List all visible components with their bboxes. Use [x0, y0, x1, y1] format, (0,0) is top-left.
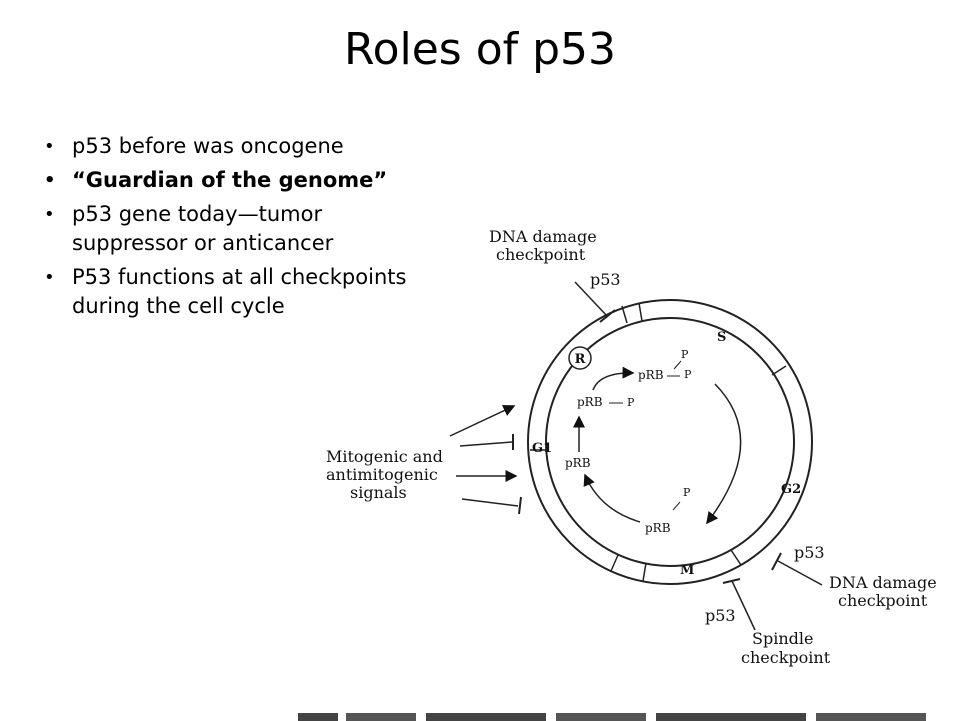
bullet-list: • p53 before was oncogene • “Guardian of…	[44, 132, 444, 326]
spindle-line2: checkpoint	[741, 648, 831, 667]
p53-top-label: p53	[590, 270, 621, 289]
caption-fragment	[656, 713, 806, 721]
caption-fragment	[298, 713, 338, 721]
signal-inhibit-line	[461, 498, 519, 507]
phase-label-s: S	[717, 330, 726, 345]
bullet-dot: •	[44, 170, 56, 191]
dna-damage-right-line2: checkpoint	[838, 591, 928, 610]
bullet-text: p53 gene today—tumor suppressor or antic…	[72, 202, 334, 255]
phase-divider	[638, 302, 643, 322]
dna-damage-top-line1: DNA damage	[489, 227, 597, 246]
phase-label-m: M	[680, 563, 694, 578]
phase-label-g1: G1	[532, 441, 552, 456]
bullet-text: P53 functions at all checkpoints during …	[72, 265, 407, 318]
bullet-dot: •	[44, 267, 55, 288]
phase-divider	[621, 305, 628, 324]
p53-right-label: p53	[794, 543, 825, 562]
restriction-point-marker	[568, 346, 592, 370]
phosphate-bond	[673, 360, 682, 370]
phase-divider	[730, 549, 742, 566]
phase-divider	[642, 562, 647, 582]
dna-damage-right-line1: DNA damage	[829, 573, 937, 592]
prb-p-label: pRB	[577, 395, 603, 409]
bullet-item: • p53 gene today—tumor suppressor or ant…	[44, 200, 444, 258]
signals-line2: antimitogenic	[326, 465, 438, 484]
phase-label-g2: G2	[781, 482, 801, 497]
p53-bottom-label: p53	[705, 606, 736, 625]
bullet-item: • “Guardian of the genome”	[44, 166, 444, 195]
dna-damage-checkpoint-right-label: DNA damage checkpoint	[829, 573, 942, 610]
inner-cycle-arrow	[583, 473, 641, 523]
spindle-inhibit-bar	[722, 578, 741, 584]
caption-fragment	[816, 713, 926, 721]
signal-arrow	[449, 405, 516, 437]
cell-cycle-outer-ring	[527, 299, 813, 585]
inner-cycle-arrow	[706, 383, 742, 525]
bullet-item: • p53 before was oncogene	[44, 132, 444, 161]
p53-inhibit-bar-right	[771, 552, 782, 571]
signal-inhibit-line	[459, 441, 513, 447]
caption-fragment	[346, 713, 416, 721]
bullet-dot: •	[44, 204, 55, 225]
bullet-text: “Guardian of the genome”	[72, 168, 388, 192]
dna-damage-top-line2: checkpoint	[496, 245, 586, 264]
bullet-text: p53 before was oncogene	[72, 134, 344, 158]
dna-damage-checkpoint-top-label: DNA damage checkpoint	[489, 227, 602, 264]
inner-cycle-arrow	[592, 366, 635, 391]
phosphate-label: P	[627, 396, 635, 409]
cell-cycle-inner-ring	[545, 317, 795, 567]
signal-inhibit-bar	[518, 496, 522, 515]
spindle-checkpoint-label: Spindle checkpoint	[741, 629, 831, 667]
spindle-line1: Spindle	[752, 629, 813, 648]
slide-title: Roles of p53	[343, 24, 617, 75]
bullet-dot: •	[44, 136, 55, 157]
prb-pp-label: pRB	[638, 368, 664, 382]
p53-inhibit-line-top	[574, 281, 609, 318]
phase-divider	[610, 554, 619, 572]
prb-left-label: pRB	[565, 456, 591, 470]
prb-bottom-label: pRB	[645, 521, 671, 535]
bullet-item: • P53 functions at all checkpoints durin…	[44, 263, 444, 321]
phosphate-bond	[672, 501, 681, 511]
signals-line1: Mitogenic and	[326, 447, 443, 466]
p53-inhibit-line-right	[777, 560, 823, 586]
phosphate-label: P	[684, 368, 692, 381]
phosphate-label: P	[683, 486, 691, 499]
caption-fragment	[426, 713, 546, 721]
signals-line3: signals	[350, 483, 407, 502]
cropped-caption-strip	[298, 713, 926, 721]
spindle-inhibit-line	[731, 580, 756, 631]
phase-label-r: R	[575, 352, 586, 367]
caption-fragment	[556, 713, 646, 721]
p53-inhibit-bar-top	[599, 309, 616, 323]
phosphate-label: P	[681, 348, 689, 361]
phase-divider	[771, 365, 787, 376]
mitogenic-signals-label: Mitogenic and antimitogenic signals	[326, 447, 448, 502]
cell-cycle-diagram: R S G1 G2 M DNA damage checkpoint p53 pR…	[326, 227, 942, 667]
